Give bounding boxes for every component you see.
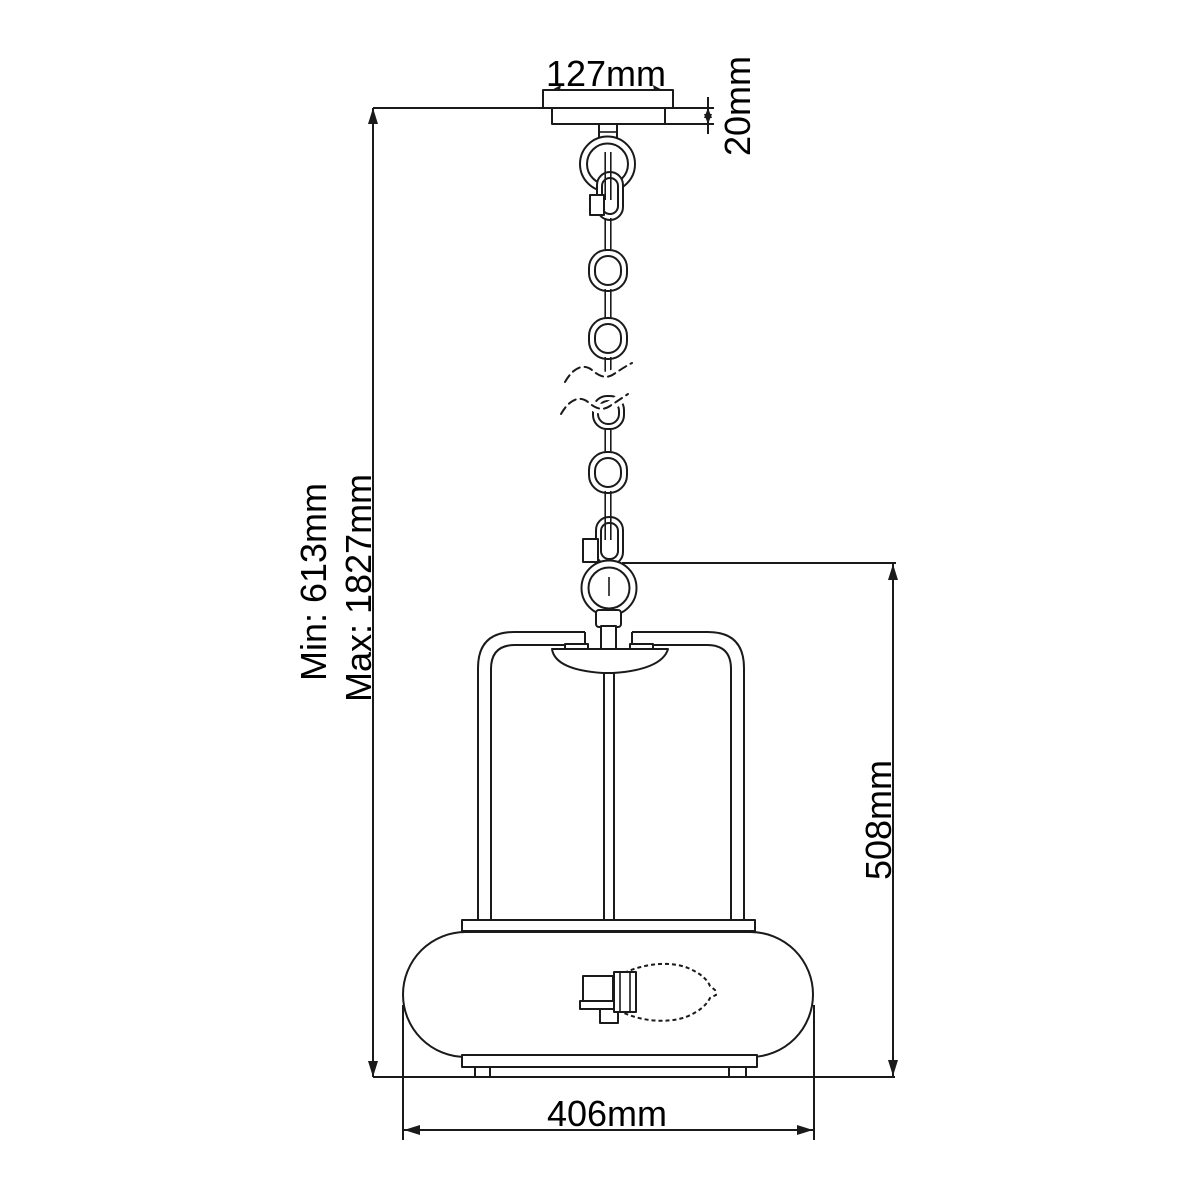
foot-right	[728, 1066, 747, 1078]
dimension-canopy-depth: 20mm	[665, 56, 758, 156]
stem-collar	[595, 609, 622, 628]
dimension-fixture-width: 406mm	[402, 1005, 815, 1140]
suspension-max-label: Max: 1827mm	[338, 474, 379, 702]
dimension-suspension-drop: Min: 613mm Max: 1827mm	[293, 107, 895, 1078]
break-symbol	[556, 358, 637, 419]
fixture-width-label: 406mm	[547, 1093, 667, 1134]
socket-dome	[551, 648, 669, 674]
dimension-fixture-height: 508mm	[622, 562, 899, 1077]
center-rod	[603, 673, 615, 920]
canopy-width-label: 127mm	[546, 53, 666, 94]
cage-frame	[461, 631, 756, 932]
canopy-depth-label: 20mm	[717, 56, 758, 156]
cage-top-plate	[461, 919, 756, 932]
suspension-min-label: Min: 613mm	[293, 483, 334, 681]
lamp-holder	[613, 971, 637, 1013]
quick-link-gate-top	[589, 194, 605, 216]
foot-left	[474, 1066, 491, 1078]
dimension-canopy-width: 127mm	[546, 53, 668, 95]
ceiling-canopy	[542, 89, 674, 141]
lamp-bulb	[579, 962, 718, 1024]
fixture-height-label: 508mm	[858, 760, 899, 880]
drum-base	[402, 931, 814, 1058]
lamp-socket	[582, 975, 614, 1005]
quick-link-gate-bottom	[582, 538, 599, 563]
cage-stem	[600, 625, 617, 651]
suspension-chain	[556, 135, 638, 651]
pendant-fixture	[402, 89, 814, 1078]
base-plate	[461, 1054, 758, 1078]
bulb-glass-outline	[617, 962, 718, 1022]
